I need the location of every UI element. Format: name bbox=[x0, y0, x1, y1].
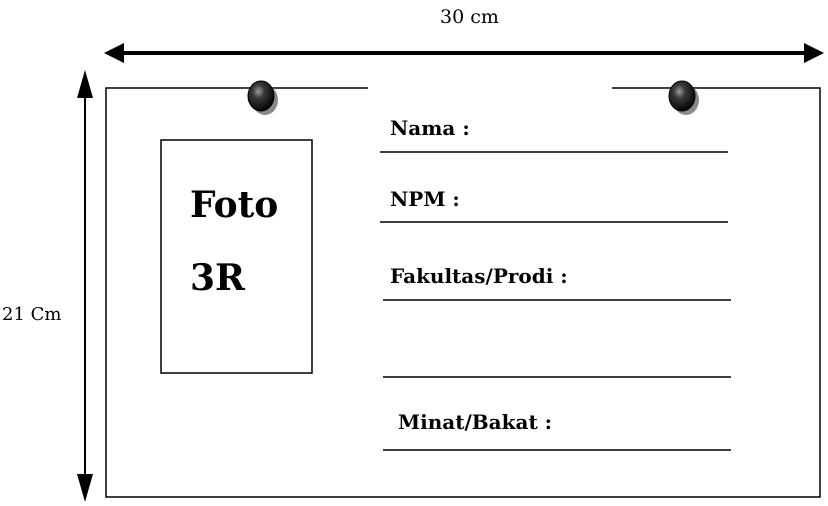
pin-left-icon bbox=[247, 80, 278, 115]
pin-right-icon bbox=[668, 80, 699, 115]
field-label-npm: NPM : bbox=[390, 187, 460, 211]
field-label-minat-bakat: Minat/Bakat : bbox=[398, 410, 553, 434]
photo-label-size: 3R bbox=[190, 257, 245, 299]
board-outline bbox=[105, 87, 821, 498]
arrowhead-right-icon bbox=[804, 43, 824, 63]
height-dimension-arrow bbox=[77, 70, 93, 502]
arrowhead-left-icon bbox=[104, 43, 124, 63]
width-dimension-label: 30 cm bbox=[440, 6, 499, 28]
height-dimension-label: 21 Cm bbox=[2, 304, 62, 325]
field-label-nama: Nama : bbox=[390, 116, 470, 140]
arrowhead-down-icon bbox=[77, 474, 93, 502]
photo-box bbox=[160, 139, 313, 374]
field-label-fakultas-prodi: Fakultas/Prodi : bbox=[390, 264, 568, 288]
photo-label-foto: Foto bbox=[190, 184, 279, 226]
width-dimension-arrow bbox=[104, 43, 824, 63]
arrowhead-up-icon bbox=[77, 70, 93, 98]
